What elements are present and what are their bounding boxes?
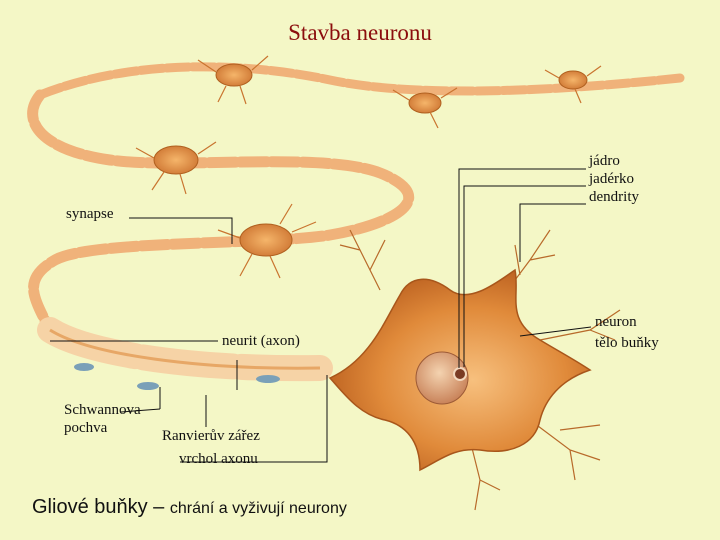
label-dendrity: dendrity (589, 189, 639, 206)
label-vrchol-axonu: vrchol axonu (179, 451, 258, 468)
label-pochva: pochva (64, 420, 107, 437)
footer-dash: – (148, 496, 170, 518)
footer-main: Gliové buňky (32, 496, 148, 518)
label-neuron: neuron (595, 314, 637, 331)
label-jadro: jádro (589, 153, 620, 170)
footer-caption: Gliové buňky – chrání a vyživují neurony (32, 496, 347, 519)
page-title: Stavba neuronu (0, 20, 720, 46)
label-jaderko: jadérko (589, 171, 634, 188)
label-schwannova: Schwannova (64, 402, 141, 419)
label-telo-bunky: tělo buňky (595, 335, 659, 352)
label-neurit: neurit (axon) (222, 333, 300, 350)
footer-sub: chrání a vyživují neurony (170, 500, 347, 517)
label-ranvieruv-zarez: Ranvierův zářez (162, 428, 260, 445)
label-synapse: synapse (66, 206, 114, 223)
nucleus (416, 352, 468, 404)
